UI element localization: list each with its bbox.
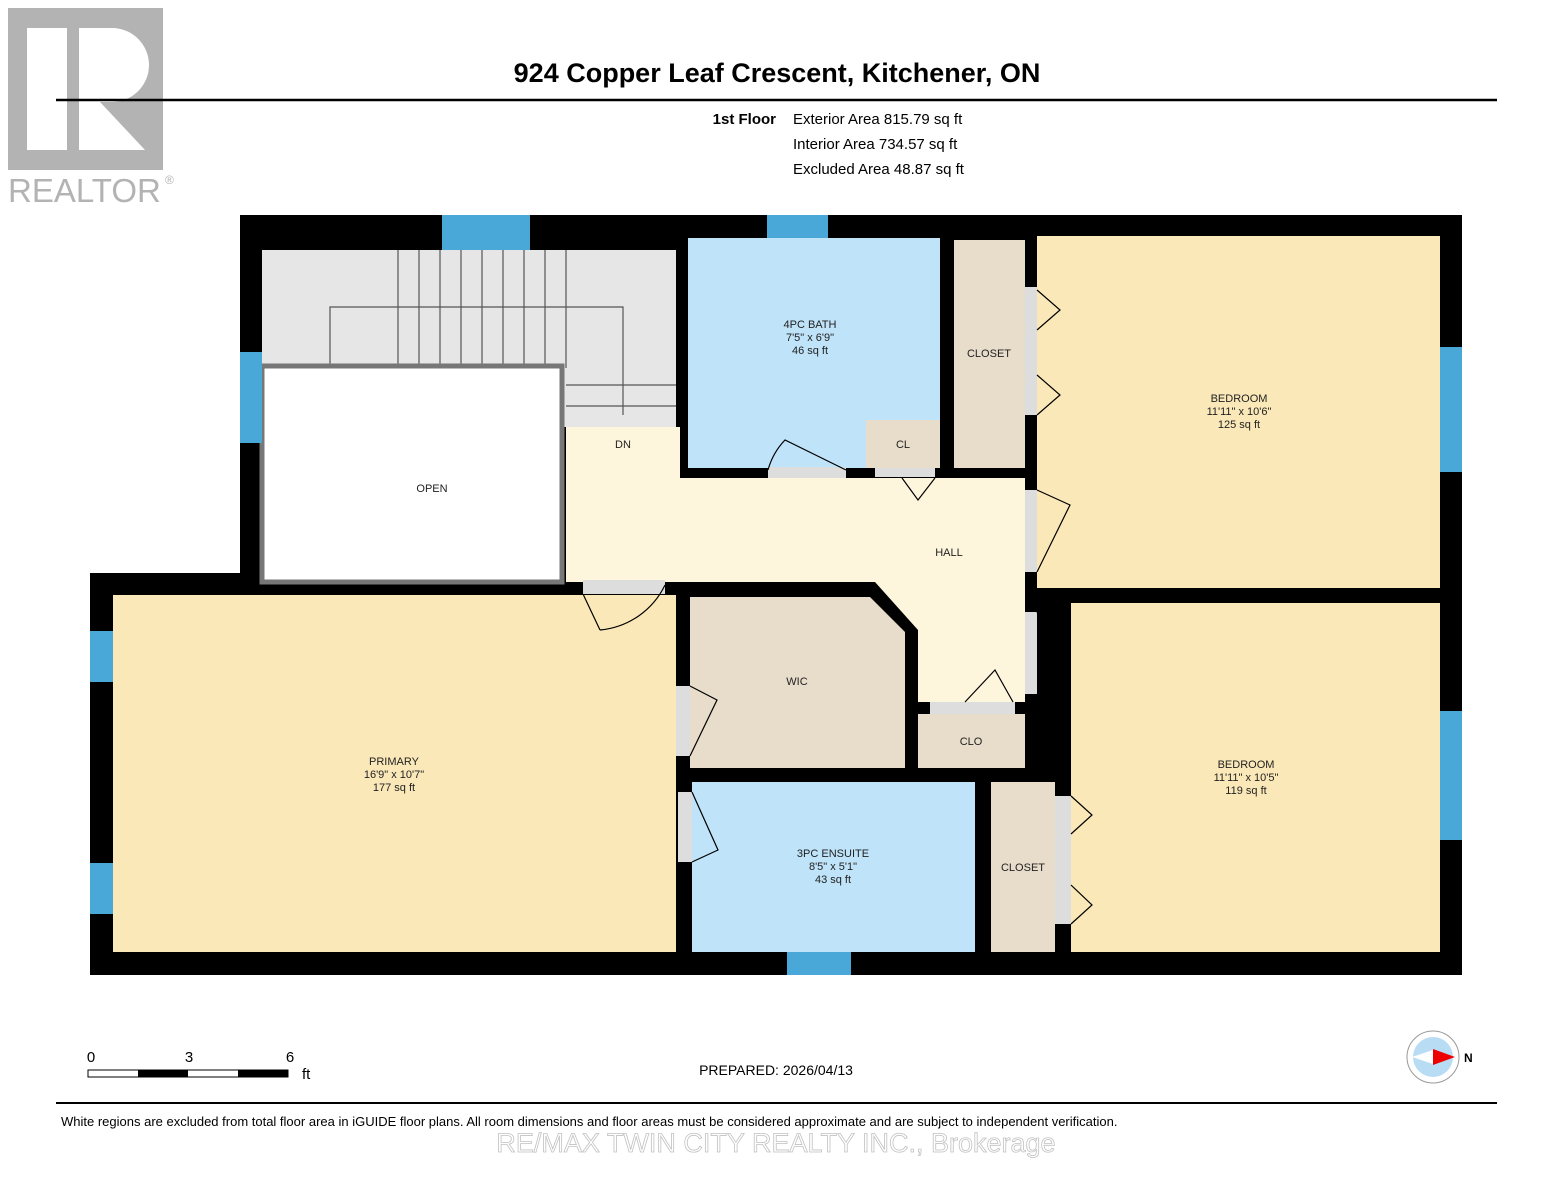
svg-text:43 sq ft: 43 sq ft	[815, 874, 851, 886]
svg-text:16'9" x 10'7": 16'9" x 10'7"	[364, 769, 424, 781]
excluded-area: Excluded Area 48.87 sq ft	[793, 161, 965, 178]
svg-text:PRIMARY: PRIMARY	[369, 756, 420, 768]
primary	[113, 595, 676, 952]
floor-name: 1st Floor	[713, 111, 777, 128]
hall	[566, 427, 1025, 702]
svg-text:3PC ENSUITE: 3PC ENSUITE	[797, 848, 869, 860]
svg-text:125 sq ft: 125 sq ft	[1218, 419, 1260, 431]
stair-treads	[262, 250, 676, 415]
exterior-area: Exterior Area 815.79 sq ft	[793, 111, 963, 128]
wic	[690, 597, 905, 768]
door-swings	[582, 287, 1093, 925]
svg-text:CL: CL	[896, 439, 910, 451]
scale-bar: 0 3 6 ft	[87, 1049, 311, 1083]
svg-text:46 sq ft: 46 sq ft	[792, 345, 828, 357]
watermark: RE/MAX TWIN CITY REALTY INC., Brokerage	[496, 1128, 1055, 1158]
svg-text:177 sq ft: 177 sq ft	[373, 782, 415, 794]
svg-text:DN: DN	[615, 439, 631, 451]
svg-text:3: 3	[185, 1049, 193, 1066]
svg-text:BEDROOM: BEDROOM	[1218, 759, 1275, 771]
prepared-date: PREPARED: 2026/04/13	[699, 1062, 853, 1078]
ensuite	[692, 782, 975, 952]
svg-text:OPEN: OPEN	[416, 483, 447, 495]
interior-area: Interior Area 734.57 sq ft	[793, 136, 958, 153]
closet-small	[866, 420, 940, 468]
svg-text:11'11" x 10'5": 11'11" x 10'5"	[1214, 772, 1279, 784]
svg-text:0: 0	[87, 1049, 95, 1066]
compass-icon: N	[1406, 1030, 1473, 1084]
closet-bottom	[991, 782, 1055, 952]
open-area	[259, 363, 565, 585]
svg-text:N: N	[1464, 1051, 1473, 1065]
svg-text:11'11" x 10'6": 11'11" x 10'6"	[1207, 406, 1272, 418]
svg-text:®: ®	[165, 173, 174, 187]
svg-text:HALL: HALL	[935, 547, 963, 559]
realtor-logo: REALTOR ®	[8, 8, 174, 209]
disclaimer: White regions are excluded from total fl…	[61, 1114, 1117, 1129]
page-title: 924 Copper Leaf Crescent, Kitchener, ON	[514, 58, 1041, 88]
svg-text:CLO: CLO	[960, 736, 983, 748]
svg-text:ft: ft	[302, 1066, 311, 1083]
room-labels: 4PC BATH 7'5" x 6'9" 46 sq ft CLOSET BED…	[364, 319, 1279, 886]
svg-text:CLOSET: CLOSET	[1001, 862, 1045, 874]
svg-text:119 sq ft: 119 sq ft	[1225, 785, 1266, 797]
svg-text:8'5" x 5'1": 8'5" x 5'1"	[809, 861, 857, 873]
closet-top	[954, 240, 1025, 468]
svg-text:7'5" x 6'9": 7'5" x 6'9"	[786, 332, 834, 344]
svg-text:WIC: WIC	[786, 676, 807, 688]
bedroom-2	[1071, 603, 1440, 952]
clo	[918, 714, 1025, 768]
svg-text:6: 6	[286, 1049, 294, 1066]
bedroom-1	[1037, 236, 1440, 588]
svg-text:4PC BATH: 4PC BATH	[784, 319, 837, 331]
logo-text: REALTOR	[8, 172, 161, 209]
svg-text:CLOSET: CLOSET	[967, 348, 1011, 360]
svg-text:BEDROOM: BEDROOM	[1211, 393, 1268, 405]
windows	[90, 215, 1462, 975]
